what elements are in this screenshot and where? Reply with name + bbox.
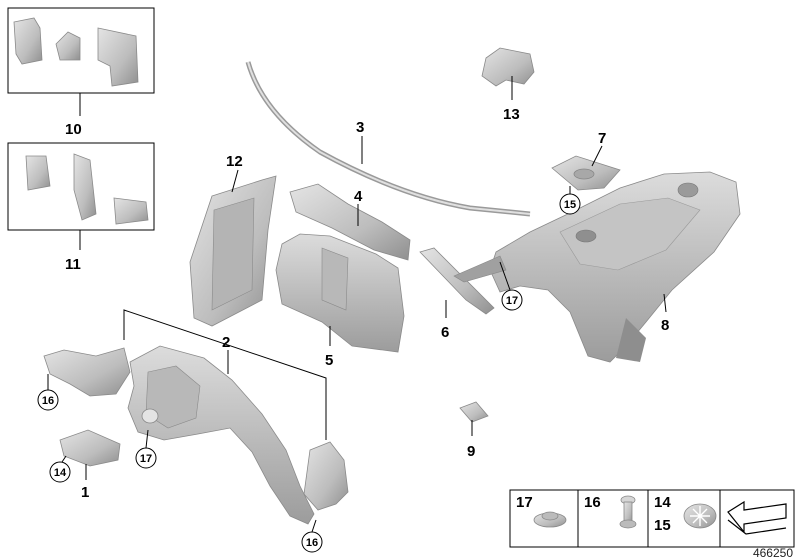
legend-label-16: 16 xyxy=(584,494,601,511)
part-10a xyxy=(13,17,43,65)
part-11c xyxy=(113,197,149,225)
part-9-clip xyxy=(459,401,489,423)
legend-label-14: 14 xyxy=(654,494,671,511)
callout-8: 8 xyxy=(661,317,669,334)
part-3-seal-strip xyxy=(245,61,531,217)
callout-4: 4 xyxy=(354,188,363,205)
circled-callout-14: 14 xyxy=(49,461,71,483)
part-11b xyxy=(73,153,97,221)
document-number: 466250 xyxy=(753,546,793,560)
callout-12: 12 xyxy=(226,153,243,170)
callout-10: 10 xyxy=(65,121,82,138)
callout-7: 7 xyxy=(598,130,606,147)
svg-text:17: 17 xyxy=(506,295,518,307)
svg-text:16: 16 xyxy=(306,537,318,549)
part-16-left-bracket xyxy=(43,347,131,397)
circled-callout-16-bottom: 16 xyxy=(301,531,323,553)
fastener-legend: 17 16 14 15 xyxy=(509,489,795,548)
circled-callout-17-right: 17 xyxy=(501,289,523,311)
group-box-10 xyxy=(7,7,155,116)
part-4-duct xyxy=(289,183,411,261)
callout-11: 11 xyxy=(65,256,81,273)
callout-3: 3 xyxy=(356,119,364,136)
callout-5: 5 xyxy=(325,352,333,369)
screw-16-icon xyxy=(619,495,637,529)
part-1-plate xyxy=(59,429,121,467)
part-10b xyxy=(55,31,81,61)
part-2-bracket xyxy=(303,441,349,511)
legend-label-15: 15 xyxy=(654,517,671,534)
part-13-bracket xyxy=(481,47,535,87)
callout-1: 1 xyxy=(81,484,89,501)
svg-text:14: 14 xyxy=(54,467,67,479)
svg-text:17: 17 xyxy=(140,453,152,465)
circled-callout-17-left: 17 xyxy=(135,447,157,469)
clip-14-15-icon xyxy=(683,503,717,529)
part-11a xyxy=(25,155,51,191)
assembly-2-bracket xyxy=(123,309,327,440)
part-10c xyxy=(97,27,139,87)
circled-callout-16-left: 16 xyxy=(37,389,59,411)
part-6-strip xyxy=(419,247,495,315)
callout-6: 6 xyxy=(441,324,449,341)
callout-9: 9 xyxy=(467,443,475,460)
group-box-11 xyxy=(7,142,155,250)
insulation-shape-icon xyxy=(727,500,787,535)
callout-13: 13 xyxy=(503,106,520,123)
svg-text:15: 15 xyxy=(564,199,576,211)
nut-17-icon xyxy=(533,511,567,528)
legend-label-17: 17 xyxy=(516,494,533,511)
svg-text:16: 16 xyxy=(42,395,54,407)
circled-callout-15: 15 xyxy=(559,193,581,215)
callout-2: 2 xyxy=(222,334,230,351)
